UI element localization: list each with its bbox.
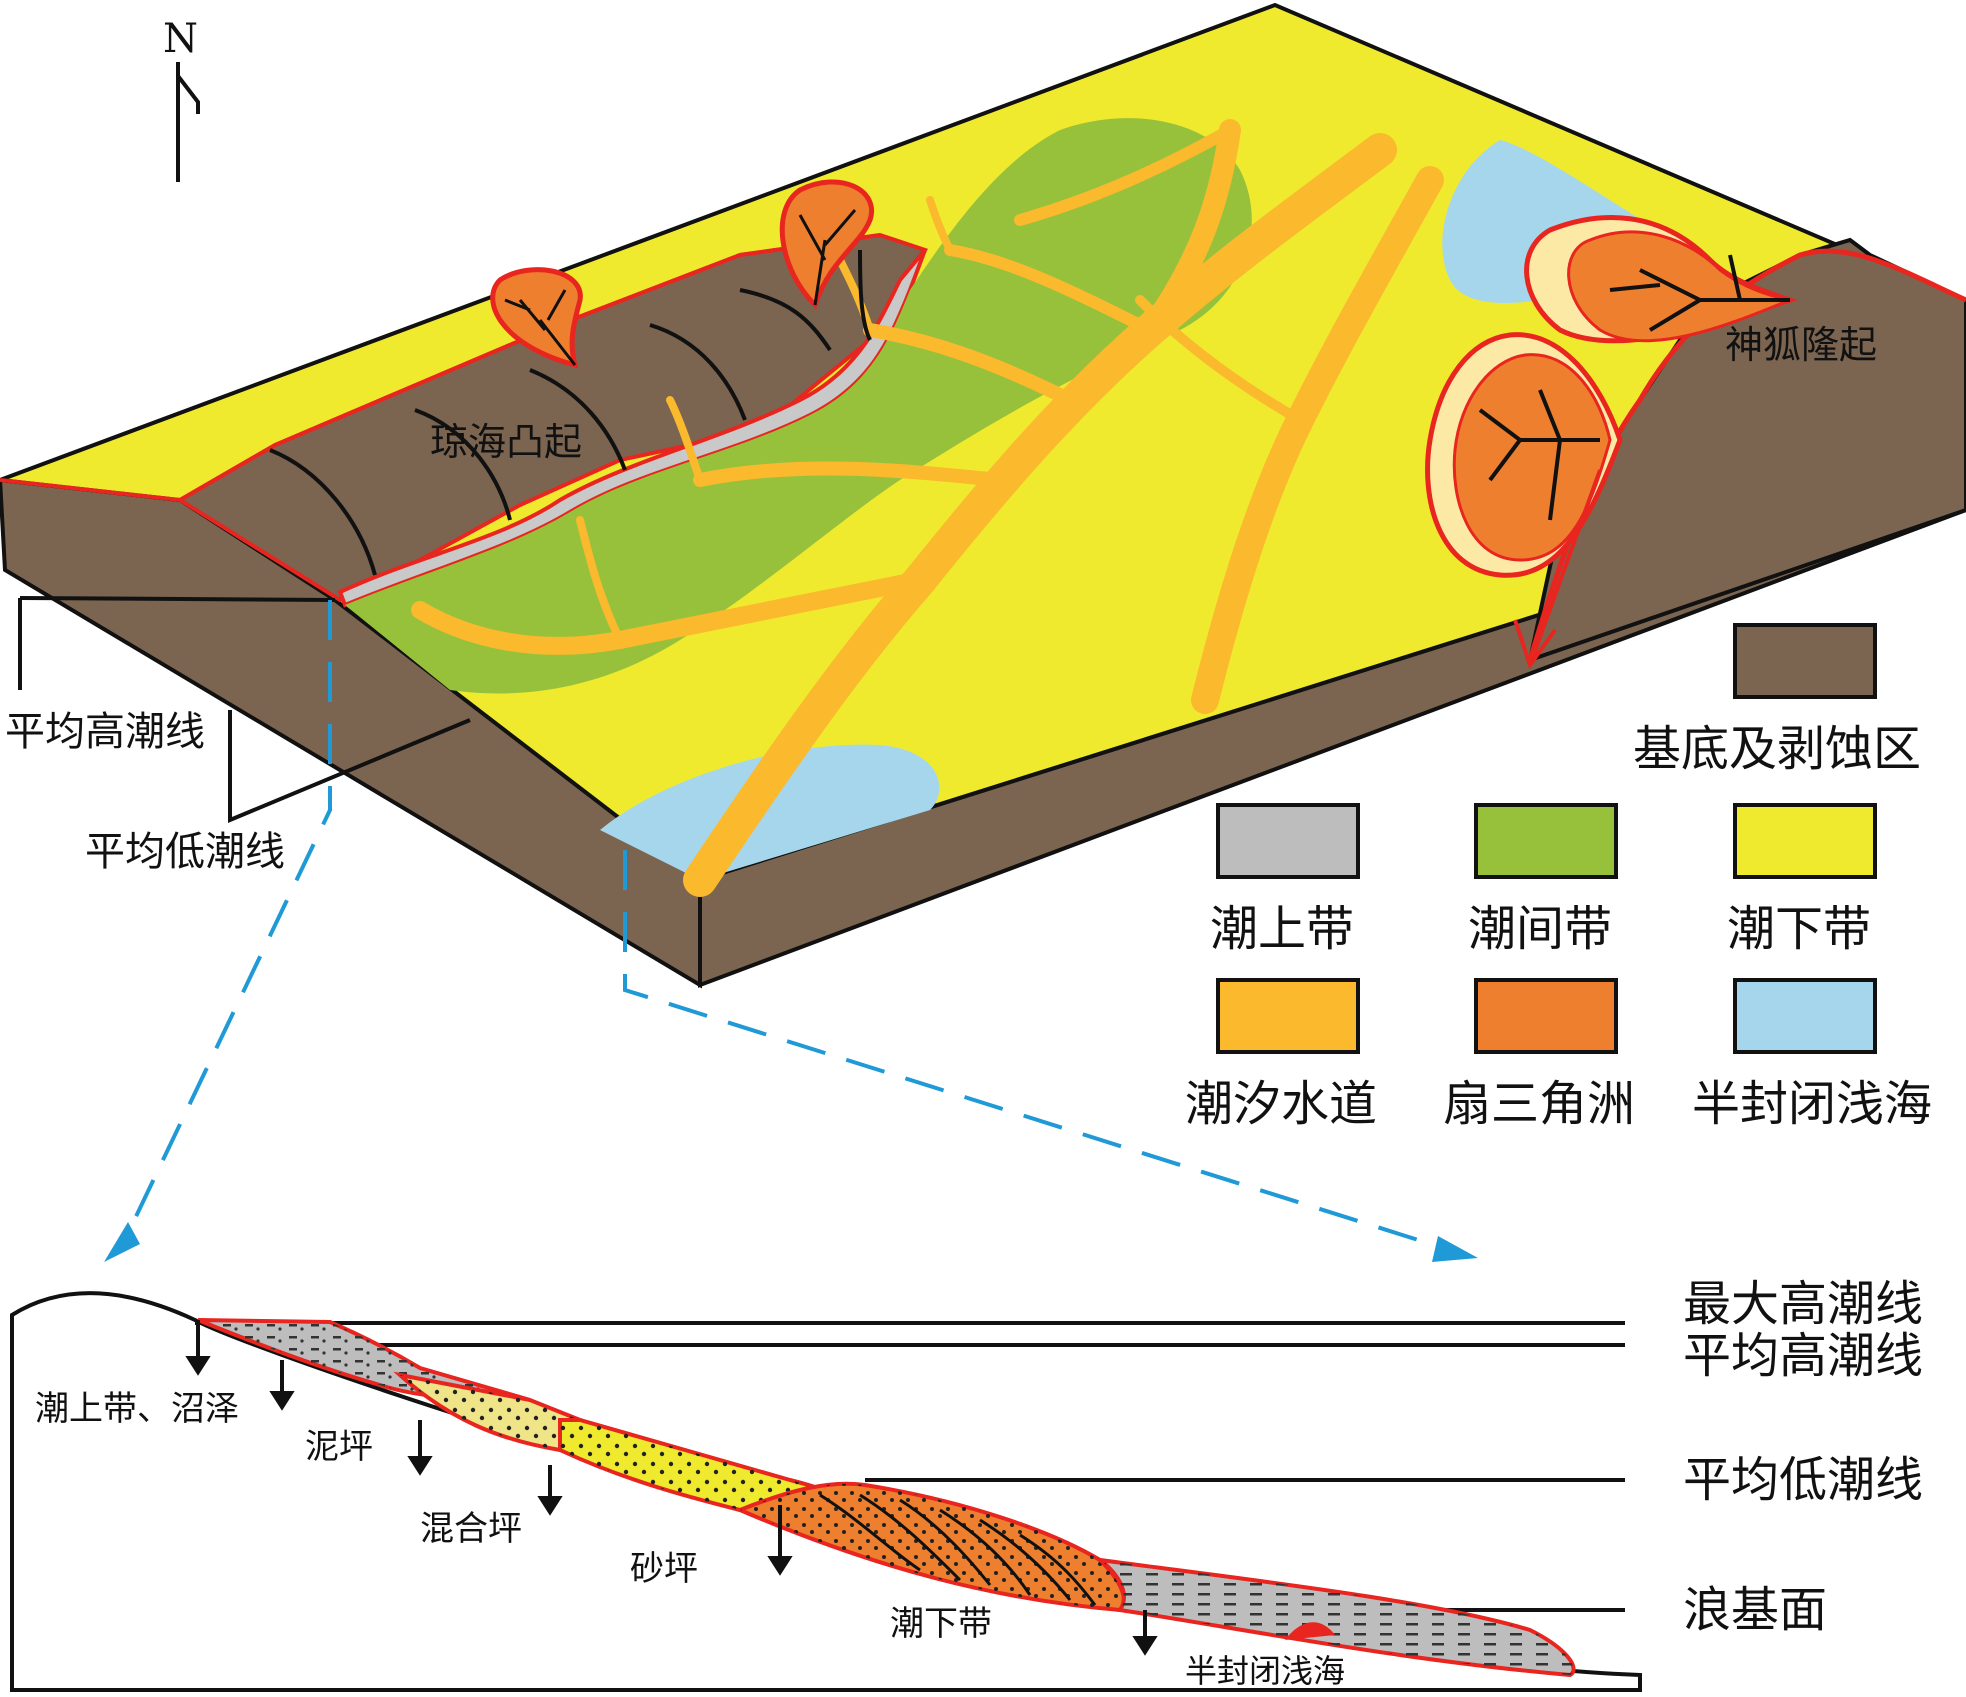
legend-label-semi-enclosed: 半封闭浅海 <box>1692 1076 1932 1132</box>
profile-mixed-flat-pattern <box>400 1375 580 1450</box>
legend-swatch-basement <box>1733 623 1877 699</box>
profile-mud-marsh-pattern <box>198 1320 530 1400</box>
profile-label-semi-enclosed: 半封闭浅海 <box>1185 1652 1345 1690</box>
small-fan-delta-2 <box>779 179 874 310</box>
north-arrow: N <box>163 16 200 182</box>
legend-swatch-channel <box>1216 978 1360 1054</box>
legend: 基底及剥蚀区 潮上带 潮间带 潮下带 潮汐水道 扇三角洲 半封闭浅海 <box>1185 623 1932 1132</box>
profile-red-mound <box>1285 1622 1335 1640</box>
shenhu-fan-delta-lower <box>1425 332 1623 578</box>
profile-label-wave-base: 浪基面 <box>1683 1582 1827 1638</box>
legend-swatch-subtidal <box>1733 803 1877 879</box>
small-fan-delta-1 <box>490 267 583 369</box>
connector-arrowhead-left <box>104 1222 140 1262</box>
shenhu-uplift-label: 神狐隆起 <box>1725 323 1877 367</box>
north-arrow-head <box>176 74 200 114</box>
qionghai-shoreline <box>0 233 881 503</box>
north-label: N <box>163 16 198 62</box>
legend-label-supratidal: 潮上带 <box>1210 901 1354 957</box>
cross-section: 潮上带、沼泽 泥坪 混合坪 砂坪 潮下带 半封闭浅海 最大高潮线 平均高潮线 平… <box>10 1276 1923 1692</box>
profile-label-max-high-tide: 最大高潮线 <box>1683 1276 1923 1332</box>
profile-label-mean-high-tide: 平均高潮线 <box>1683 1328 1923 1384</box>
profile-label-supratidal-marsh: 潮上带、沼泽 <box>35 1389 239 1429</box>
fault-arrow <box>1513 469 1602 670</box>
profile-connectors <box>118 600 1451 1252</box>
profile-label-mean-low-tide: 平均低潮线 <box>1683 1452 1923 1508</box>
legend-label-subtidal: 潮下带 <box>1727 901 1871 957</box>
legend-swatch-semi-enclosed <box>1733 978 1877 1054</box>
profile-label-mud-flat: 泥坪 <box>305 1427 373 1467</box>
legend-swatch-supratidal <box>1216 803 1360 879</box>
profile-sand-flat-pattern <box>560 1420 835 1510</box>
semi-enclosed-sea-sw <box>600 744 940 880</box>
legend-label-intertidal: 潮间带 <box>1468 901 1612 957</box>
qionghai-uplift-label: 琼海凸起 <box>430 420 582 464</box>
subtidal-cross-bedding <box>819 1493 1097 1606</box>
mean-high-tide-line <box>19 596 336 602</box>
mean-high-tide-label: 平均高潮线 <box>5 709 205 755</box>
legend-label-fan-delta: 扇三角洲 <box>1443 1076 1635 1132</box>
legend-swatch-intertidal <box>1474 803 1618 879</box>
legend-label-basement: 基底及剥蚀区 <box>1633 721 1921 777</box>
profile-subtidal-pattern <box>740 1483 1124 1610</box>
tidal-channels <box>411 119 1444 897</box>
ridge-lines <box>269 249 872 576</box>
profile-down-arrows <box>185 1320 1158 1656</box>
mean-low-tide-label: 平均低潮线 <box>85 829 285 875</box>
mean-low-tide-line <box>228 710 471 823</box>
profile-label-sand-flat: 砂坪 <box>630 1549 698 1589</box>
connector-arrowhead-right <box>1432 1236 1478 1262</box>
legend-label-channel: 潮汐水道 <box>1185 1076 1377 1132</box>
block-diagram: 琼海凸起 神狐隆起 平均高潮线 平均低潮线 <box>0 2 1966 989</box>
shenhu-fan-delta-upper <box>1524 215 1798 344</box>
intertidal-area <box>345 118 1252 694</box>
profile-label-mixed-flat: 混合坪 <box>420 1509 522 1549</box>
profile-label-subtidal: 潮下带 <box>890 1604 992 1644</box>
legend-swatch-fan-delta <box>1474 978 1618 1054</box>
profile-semi-enclosed-pattern <box>1100 1560 1574 1675</box>
